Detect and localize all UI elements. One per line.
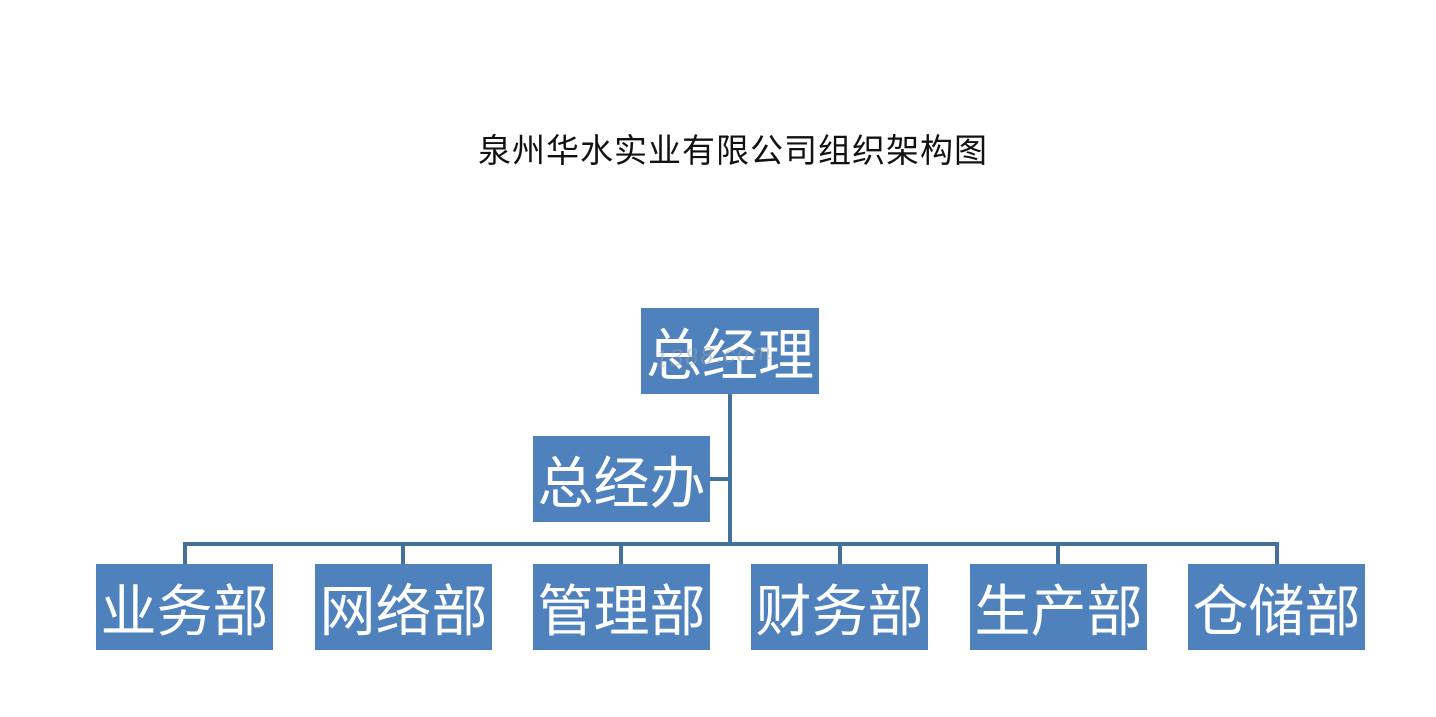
- general-manager-box: 总经理: [641, 308, 819, 394]
- department-box-network: 网络部: [315, 564, 492, 650]
- general-manager-office-box: 总经办: [533, 436, 710, 522]
- department-box-finance: 财务部: [751, 564, 928, 650]
- department-box-production: 生产部: [970, 564, 1147, 650]
- chart-title: 泉州华水实业有限公司组织架构图: [478, 131, 988, 170]
- department-box-business: 业务部: [96, 564, 273, 650]
- department-box-warehouse: 仓储部: [1188, 564, 1365, 650]
- department-box-management: 管理部: [533, 564, 710, 650]
